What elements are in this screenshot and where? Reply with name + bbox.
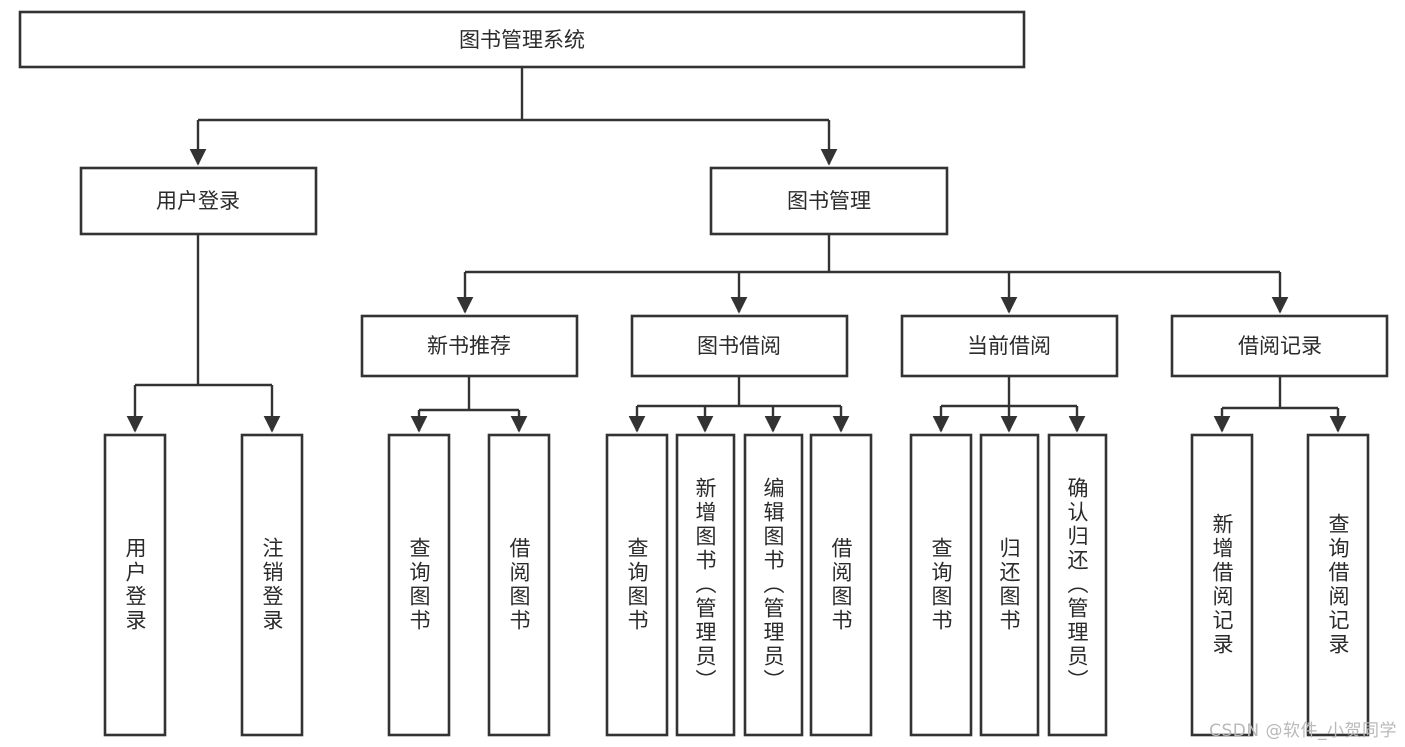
node-leaf-query-book-3-box[interactable] <box>909 433 973 737</box>
node-root-label: 图书管理系统 <box>459 28 585 52</box>
node-leaf-add-record[interactable]: 新增借阅记录 <box>1190 433 1254 737</box>
connector-group-book-borrow <box>628 376 850 433</box>
node-leaf-borrow-book-2-box[interactable] <box>809 433 873 737</box>
node-user-login-box[interactable] <box>79 166 318 236</box>
node-leaf-add-book-label: 新增图书（管理员） <box>693 477 717 693</box>
connector-group-current-borrow <box>932 376 1086 433</box>
node-current-borrow-label: 当前借阅 <box>967 334 1051 358</box>
node-leaf-edit-book[interactable]: 编辑图书（管理员） <box>743 433 804 737</box>
node-leaf-confirm-return[interactable]: 确认归还（管理员） <box>1047 433 1108 737</box>
node-leaf-query-record-box[interactable] <box>1306 433 1370 737</box>
node-leaf-query-book-3[interactable]: 查询图书 <box>909 433 973 737</box>
node-leaf-query-record[interactable]: 查询借阅记录 <box>1306 433 1370 737</box>
node-leaf-confirm-return-label: 确认归还（管理员） <box>1065 477 1089 693</box>
node-book-manage-label: 图书管理 <box>787 189 871 213</box>
node-leaf-borrow-book-2-label: 借阅图书 <box>829 537 853 633</box>
node-book-manage[interactable]: 图书管理 <box>709 166 949 236</box>
node-book-manage-box[interactable] <box>709 166 949 236</box>
node-root-box[interactable] <box>18 10 1026 69</box>
node-leaf-borrow-book-1-label: 借阅图书 <box>507 537 531 633</box>
node-user-login[interactable]: 用户登录 <box>79 166 318 236</box>
node-book-borrow[interactable]: 图书借阅 <box>630 314 849 378</box>
node-leaf-logout[interactable]: 注销登录 <box>240 433 304 737</box>
node-leaf-logout-label: 注销登录 <box>260 537 284 633</box>
node-leaf-return-book-box[interactable] <box>979 433 1040 737</box>
node-borrow-record-label: 借阅记录 <box>1238 334 1322 358</box>
node-leaf-add-record-box[interactable] <box>1190 433 1254 737</box>
node-leaf-query-book-2[interactable]: 查询图书 <box>605 433 669 737</box>
connector-group-book-manage <box>456 234 1289 314</box>
node-leaf-confirm-return-box[interactable] <box>1047 433 1108 737</box>
node-leaf-user-login-box[interactable] <box>103 433 167 737</box>
node-borrow-record[interactable]: 借阅记录 <box>1170 314 1389 378</box>
node-leaf-query-book-3-label: 查询图书 <box>929 537 953 633</box>
node-leaf-edit-book-label: 编辑图书（管理员） <box>761 477 785 693</box>
node-leaf-query-book-2-box[interactable] <box>605 433 669 737</box>
node-book-borrow-label: 图书借阅 <box>697 334 781 358</box>
connector-group-user-login <box>126 234 281 433</box>
node-borrow-record-box[interactable] <box>1170 314 1389 378</box>
node-leaf-edit-book-box[interactable] <box>743 433 804 737</box>
connector-group-root <box>189 67 838 166</box>
node-new-book-recommend-box[interactable] <box>360 314 579 378</box>
node-current-borrow-box[interactable] <box>900 314 1119 378</box>
node-leaf-return-book[interactable]: 归还图书 <box>979 433 1040 737</box>
node-leaf-user-login-label: 用户登录 <box>123 537 147 633</box>
node-leaf-add-book[interactable]: 新增图书（管理员） <box>675 433 736 737</box>
node-new-book-recommend[interactable]: 新书推荐 <box>360 314 579 378</box>
node-leaf-borrow-book-2[interactable]: 借阅图书 <box>809 433 873 737</box>
csdn-watermark: CSDN @软件_小贺同学 <box>1209 721 1397 741</box>
node-leaf-query-book-1[interactable]: 查询图书 <box>387 433 451 737</box>
node-new-book-recommend-label: 新书推荐 <box>427 334 511 358</box>
node-leaf-query-book-2-label: 查询图书 <box>625 537 649 633</box>
node-leaf-borrow-book-1[interactable]: 借阅图书 <box>487 433 551 737</box>
node-user-login-label: 用户登录 <box>156 189 240 213</box>
node-leaf-add-record-label: 新增借阅记录 <box>1210 513 1234 657</box>
node-current-borrow[interactable]: 当前借阅 <box>900 314 1119 378</box>
connector-group-new-book-recommend <box>410 376 528 433</box>
node-leaf-logout-box[interactable] <box>240 433 304 737</box>
node-root[interactable]: 图书管理系统 <box>18 10 1026 69</box>
node-leaf-query-record-label: 查询借阅记录 <box>1326 513 1350 657</box>
node-book-borrow-box[interactable] <box>630 314 849 378</box>
node-leaf-user-login[interactable]: 用户登录 <box>103 433 167 737</box>
connector-group-borrow-record <box>1213 376 1347 433</box>
node-leaf-borrow-book-1-box[interactable] <box>487 433 551 737</box>
node-leaf-query-book-1-label: 查询图书 <box>407 537 431 633</box>
node-leaf-query-book-1-box[interactable] <box>387 433 451 737</box>
node-leaf-return-book-label: 归还图书 <box>997 537 1021 633</box>
node-leaf-add-book-box[interactable] <box>675 433 736 737</box>
